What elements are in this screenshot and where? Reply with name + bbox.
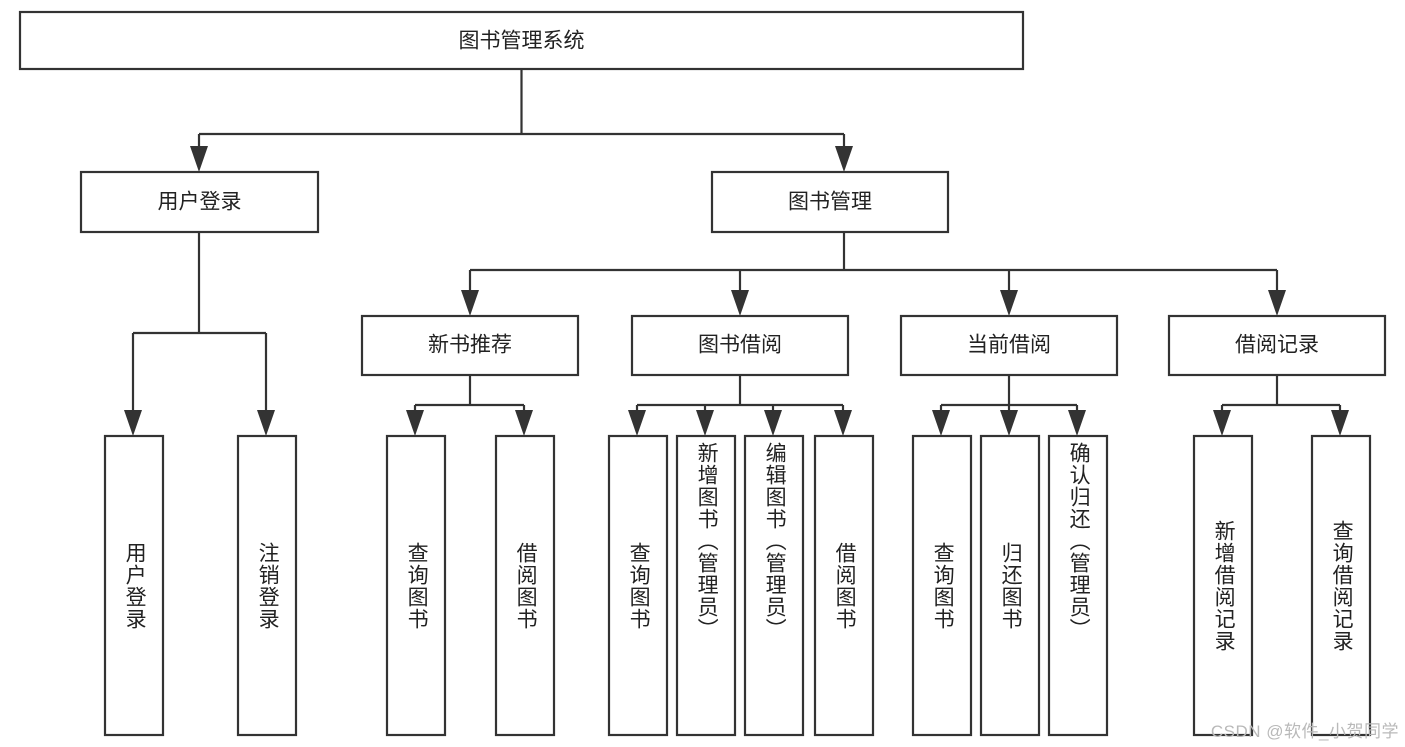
arrow-head-leaf-return-book (1000, 410, 1018, 436)
node-book-manage-label: 图书管理 (788, 191, 872, 214)
node-root[interactable]: 图书管理系统 (18, 10, 1025, 71)
leaf-boxes-group (103, 434, 1372, 737)
arrow-head-leaf-query-record (1331, 410, 1349, 436)
arrow-head-book-manage (835, 146, 853, 172)
node-root-box[interactable] (18, 10, 1025, 71)
arrow-head-leaf-borrow-book-1 (515, 410, 533, 436)
node-book-manage[interactable]: 图书管理 (710, 170, 950, 234)
node-new-book-recommend-box[interactable] (360, 314, 580, 377)
node-borrow-record[interactable]: 借阅记录 (1167, 314, 1387, 377)
arrow-head-leaf-query-book-3 (932, 410, 950, 436)
arrow-head-current-borrow (1000, 290, 1018, 316)
node-leaf-add-record-box[interactable] (1192, 434, 1254, 737)
csdn-watermark: CSDN @软件_小贺同学 (1210, 722, 1399, 741)
arrow-head-new-book-recommend (461, 290, 479, 316)
node-book-borrow-box[interactable] (630, 314, 850, 377)
arrow-head-book-borrow (731, 290, 749, 316)
node-user-login-label: 用户登录 (158, 191, 242, 214)
connectors-group (124, 69, 1349, 436)
node-leaf-borrow-book-2-box[interactable] (813, 434, 875, 737)
arrow-head-leaf-borrow-book-2 (834, 410, 852, 436)
node-root-label: 图书管理系统 (459, 30, 585, 53)
arrow-head-leaf-edit-book (764, 410, 782, 436)
arrow-head-leaf-add-record (1213, 410, 1231, 436)
node-leaf-confirm-return-box[interactable] (1047, 434, 1109, 737)
node-leaf-edit-book-box[interactable] (743, 434, 805, 737)
arrow-head-leaf-logout (257, 410, 275, 436)
node-borrow-record-box[interactable] (1167, 314, 1387, 377)
arrow-head-leaf-user-login (124, 410, 142, 436)
node-leaf-user-login-box[interactable] (103, 434, 165, 737)
node-user-login-box[interactable] (79, 170, 320, 234)
node-current-borrow-label: 当前借阅 (967, 334, 1051, 357)
node-new-book-recommend-label: 新书推荐 (428, 334, 512, 357)
node-leaf-query-book-3-box[interactable] (911, 434, 973, 737)
node-book-borrow-label: 图书借阅 (698, 334, 782, 357)
arrow-head-leaf-query-book-1 (406, 410, 424, 436)
node-borrow-record-label: 借阅记录 (1235, 334, 1319, 357)
node-leaf-borrow-book-1-box[interactable] (494, 434, 556, 737)
node-user-login[interactable]: 用户登录 (79, 170, 320, 234)
node-book-borrow[interactable]: 图书借阅 (630, 314, 850, 377)
arrow-head-leaf-add-book (696, 410, 714, 436)
arrow-head-borrow-record (1268, 290, 1286, 316)
node-book-manage-box[interactable] (710, 170, 950, 234)
arrow-head-leaf-confirm-return (1068, 410, 1086, 436)
node-current-borrow-box[interactable] (899, 314, 1119, 377)
arrow-head-user-login (190, 146, 208, 172)
arrow-head-leaf-query-book-2 (628, 410, 646, 436)
node-new-book-recommend[interactable]: 新书推荐 (360, 314, 580, 377)
node-leaf-query-book-2-box[interactable] (607, 434, 669, 737)
node-leaf-logout-box[interactable] (236, 434, 298, 737)
node-current-borrow[interactable]: 当前借阅 (899, 314, 1119, 377)
node-leaf-query-record-box[interactable] (1310, 434, 1372, 737)
node-leaf-add-book-box[interactable] (675, 434, 737, 737)
node-leaf-return-book-box[interactable] (979, 434, 1041, 737)
node-leaf-query-book-1-box[interactable] (385, 434, 447, 737)
